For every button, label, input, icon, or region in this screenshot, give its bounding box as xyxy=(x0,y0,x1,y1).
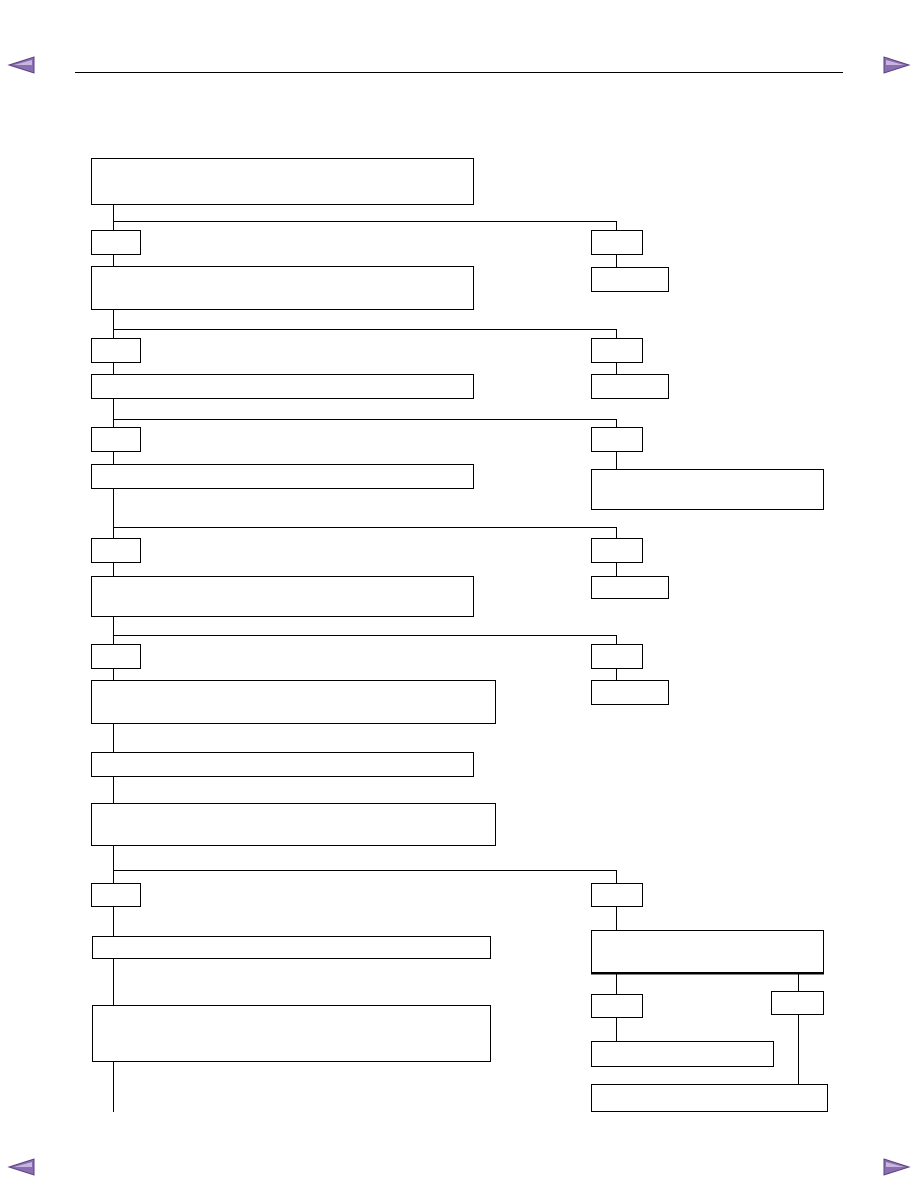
decision-1-no-box xyxy=(591,230,643,255)
decision-2-no-box xyxy=(591,338,643,363)
step-box-1 xyxy=(91,158,474,205)
result-box-6 xyxy=(591,930,824,973)
next-page-arrow-icon-bottom[interactable] xyxy=(882,1156,912,1178)
result-box-4 xyxy=(591,576,669,599)
decision-1-yes-box xyxy=(91,230,141,255)
step-box-5 xyxy=(91,576,474,617)
connector-lines xyxy=(113,205,824,1112)
result-box-1 xyxy=(591,267,669,292)
step-box-10 xyxy=(92,1005,491,1062)
step-box-8 xyxy=(91,803,496,846)
result-box-3 xyxy=(591,469,824,510)
decision-7-yes-box xyxy=(591,994,643,1018)
decision-4-yes-box xyxy=(91,538,141,563)
result-box-8 xyxy=(591,1084,828,1112)
step-box-9 xyxy=(92,936,491,959)
decision-4-no-box xyxy=(591,538,643,563)
decision-3-yes-box xyxy=(91,427,141,452)
decision-6-no-box xyxy=(591,883,643,907)
header-rule xyxy=(75,72,843,73)
decision-3-no-box xyxy=(591,427,643,452)
step-box-4 xyxy=(91,464,474,489)
decision-5-yes-box xyxy=(91,644,141,669)
step-box-6 xyxy=(91,680,496,724)
prev-page-arrow-icon[interactable] xyxy=(6,54,36,76)
result-box-2 xyxy=(591,374,669,399)
step-box-7 xyxy=(91,752,474,777)
step-box-2 xyxy=(91,266,474,310)
next-page-arrow-icon[interactable] xyxy=(882,54,912,76)
decision-5-no-box xyxy=(591,644,643,669)
decision-2-yes-box xyxy=(91,338,141,363)
step-box-3 xyxy=(91,374,474,399)
result-box-5 xyxy=(591,680,669,705)
prev-page-arrow-icon-bottom[interactable] xyxy=(6,1156,36,1178)
decision-6-yes-box xyxy=(91,883,141,907)
decision-7-no-box xyxy=(771,991,824,1015)
result-box-7 xyxy=(591,1041,774,1067)
